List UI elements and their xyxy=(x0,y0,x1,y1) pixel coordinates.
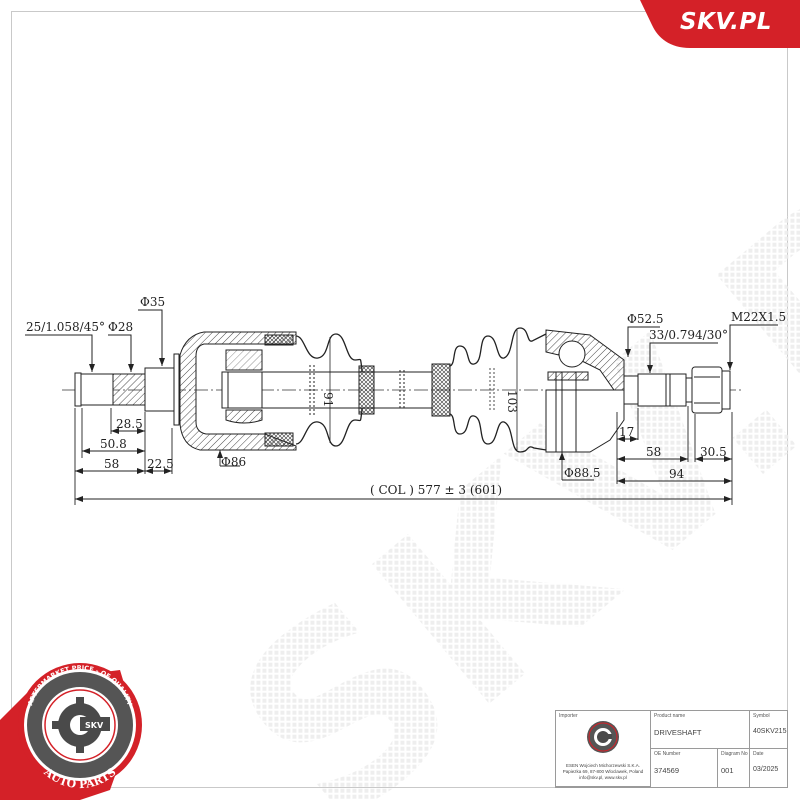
dim-22-5: 22.5 xyxy=(147,457,174,471)
tb-product-name: DRIVESHAFT xyxy=(654,728,702,737)
seal-center-text: SKV xyxy=(85,721,104,730)
tb-importer-line-2: Papiezka 69, 87-800 Wloclawek, Poland xyxy=(562,769,644,774)
callout-dia-28: Φ28 xyxy=(108,320,133,334)
dim-58-right: 58 xyxy=(646,445,661,459)
tb-importer-cell: Importer ESEN Wojciech Michorzewski S.K.… xyxy=(556,711,651,787)
tb-date-cell: Date 03/2025 xyxy=(750,749,787,787)
label-boot-103: 103 xyxy=(505,390,519,413)
brand-logo-text: SKV.PL xyxy=(680,9,772,35)
callout-thread: M22X1.5 xyxy=(731,310,786,324)
intermediate-shaft xyxy=(262,365,432,415)
left-stub-shaft xyxy=(74,353,180,426)
label-boot-91: 91 xyxy=(321,392,335,407)
outer-boot xyxy=(431,327,547,453)
brand-banner xyxy=(640,0,800,48)
callout-spline-right: 33/0.794/30° xyxy=(649,328,728,342)
left-dimension-lines xyxy=(74,408,240,505)
dim-dia-86: Φ86 xyxy=(221,455,246,469)
inner-cv-joint xyxy=(179,331,297,451)
title-block: Importer ESEN Wojciech Michorzewski S.K.… xyxy=(555,710,788,788)
tb-symbol-label: Symbol xyxy=(753,713,770,719)
dim-17: 17 xyxy=(619,425,634,439)
outer-cv-joint xyxy=(545,329,625,453)
outer-stub-shaft xyxy=(623,366,731,414)
tb-diagram-no-label: Diagram No xyxy=(721,751,748,757)
skv-seal-logo: SKV AFTERMARKET PRICE - OF QUALITY AUTO … xyxy=(0,663,142,800)
dim-50-8: 50.8 xyxy=(100,437,127,451)
tb-product-name-label: Product name xyxy=(654,713,686,719)
tb-symbol: 40SKV215 xyxy=(753,728,787,735)
callout-spline-left: 25/1.058/45° xyxy=(26,320,105,334)
drawing-frame xyxy=(11,11,788,788)
tb-date: 03/2025 xyxy=(753,766,779,773)
tb-oe-number-cell: OE Number 374569 xyxy=(651,749,718,787)
overall-length-label: ( COL ) 577 ± 3 (601) xyxy=(370,483,502,497)
tb-oe-number-label: OE Number xyxy=(654,751,681,757)
tb-diagram-no-cell: Diagram No 001 xyxy=(718,749,750,787)
inner-boot xyxy=(295,333,375,447)
left-callouts xyxy=(25,309,165,372)
watermark: SKV.PL xyxy=(184,31,800,800)
tb-diagram-no: 001 xyxy=(721,766,734,775)
svg-text:SKV.PL: SKV.PL xyxy=(184,31,800,800)
tb-date-label: Date xyxy=(753,751,764,757)
dim-30-5: 30.5 xyxy=(700,445,727,459)
tb-importer-line-1: ESEN Wojciech Michorzewski S.K.A. xyxy=(566,763,640,768)
tb-oe-number: 374569 xyxy=(654,766,680,775)
tb-symbol-cell: Symbol 40SKV215 xyxy=(750,711,787,749)
dim-28-5: 28.5 xyxy=(116,417,143,431)
tb-product-name-cell: Product name DRIVESHAFT xyxy=(651,711,750,749)
right-callouts xyxy=(625,324,778,373)
importer-seal-icon xyxy=(587,721,619,753)
callout-dia-52-5: Φ52.5 xyxy=(627,312,664,326)
right-dimension-lines xyxy=(559,406,733,505)
dim-58-left: 58 xyxy=(104,457,119,471)
tb-importer-label: Importer xyxy=(559,713,578,719)
dim-dia-88-5: Φ88.5 xyxy=(564,466,601,480)
callout-dia-35: Φ35 xyxy=(140,295,165,309)
tb-importer-line-3: info@skv.pl, www.skv.pl xyxy=(579,775,627,780)
dim-94: 94 xyxy=(669,467,685,481)
